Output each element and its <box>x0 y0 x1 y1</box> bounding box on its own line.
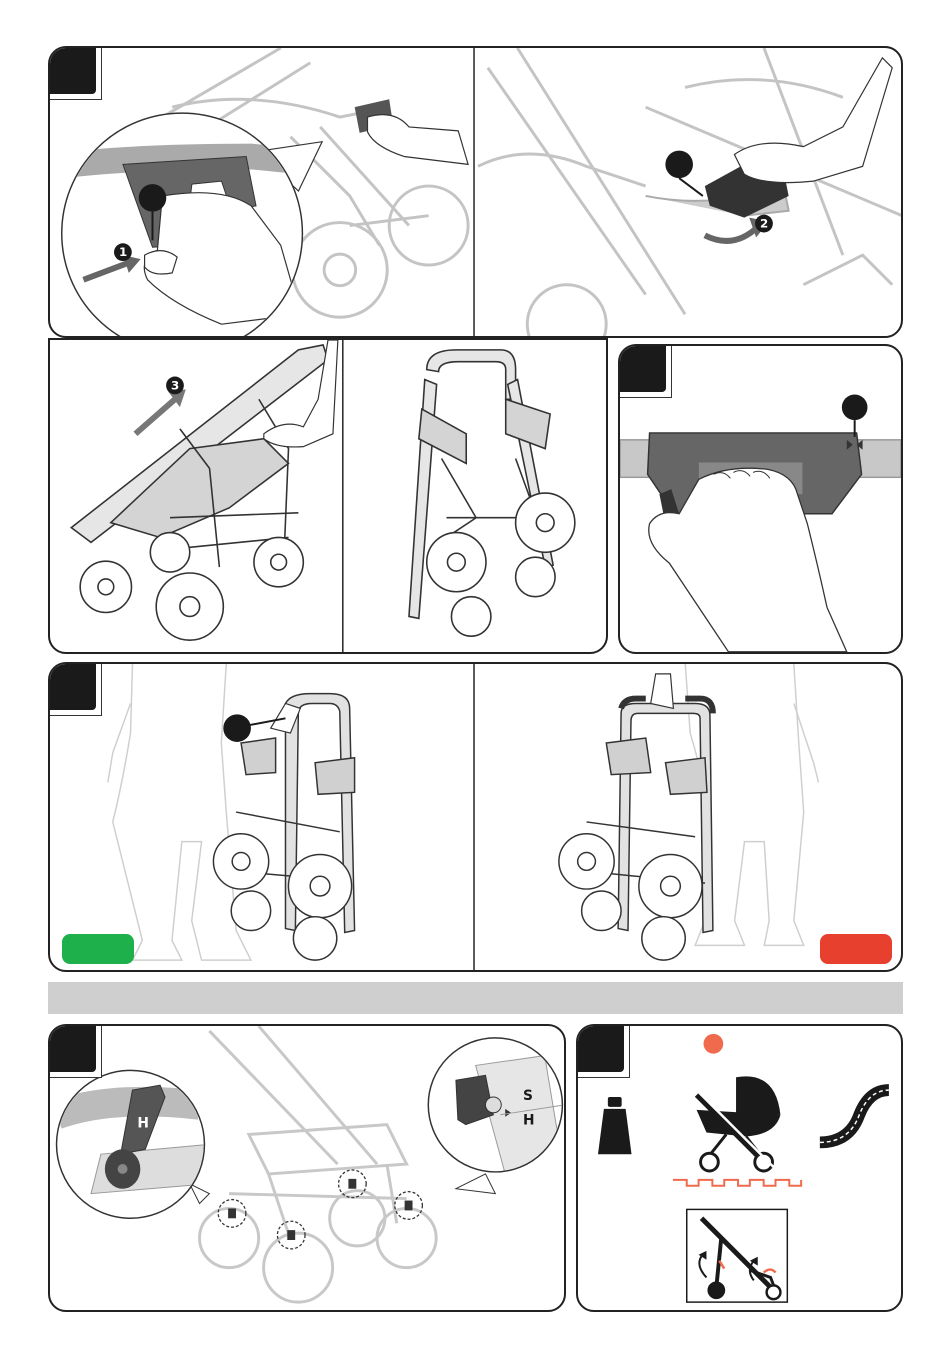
step-tab-f <box>578 1026 630 1078</box>
label-h: H <box>523 1113 535 1129</box>
step-tab-a <box>50 48 102 100</box>
bumpy-ground-icon <box>673 1180 801 1186</box>
release-handle-illustration: 1 2 <box>50 48 901 336</box>
section-banner <box>48 982 903 1014</box>
wheels-left <box>80 533 303 641</box>
callout-dot-d <box>223 714 251 742</box>
step-number-3: 3 <box>171 378 179 392</box>
person-outline-left <box>108 664 251 960</box>
label-h-zoom: H <box>137 1116 149 1132</box>
wheel-swivel-icon <box>687 1209 788 1302</box>
step-number-1: 1 <box>119 245 127 259</box>
stroller-folding <box>71 345 328 567</box>
wheel-lock-markers <box>218 1170 422 1249</box>
wheels-carry-correct <box>213 834 351 960</box>
hand-large <box>734 58 892 183</box>
hand-small <box>368 115 469 165</box>
curved-road-icon <box>820 1090 889 1142</box>
step-tab-d <box>50 664 102 716</box>
panel-fold-stroller: 3 <box>48 338 608 654</box>
wheels-carry-incorrect <box>559 834 702 960</box>
panel-usage-warnings <box>576 1024 903 1312</box>
warning-dot <box>704 1034 724 1054</box>
label-s: S <box>523 1088 533 1104</box>
panel-carry-folded <box>48 662 903 972</box>
incorrect-indicator <box>820 934 892 964</box>
callout-dot-c <box>842 394 868 420</box>
step-number-2: 2 <box>760 217 768 231</box>
step-tab-c <box>620 346 672 398</box>
stroller-faded-right <box>478 48 901 336</box>
hand-incorrect <box>651 674 674 709</box>
correct-indicator <box>62 934 134 964</box>
panel-wheel-lock: H S H <box>48 1024 566 1312</box>
fold-illustration: 3 <box>50 340 606 652</box>
callout-dot-b <box>665 151 693 179</box>
stroller-faded-bottom <box>200 1026 437 1302</box>
wheel-lock-illustration: H S H <box>50 1026 564 1310</box>
panel-release-handle: 1 2 <box>48 46 903 338</box>
crossed-out-pram-icon <box>692 1076 781 1171</box>
panel-handle-detail <box>618 344 903 654</box>
step-tab-e <box>50 1026 102 1078</box>
carry-illustration <box>50 664 901 970</box>
callout-dot-a <box>139 184 167 212</box>
weight-icon <box>598 1097 632 1154</box>
